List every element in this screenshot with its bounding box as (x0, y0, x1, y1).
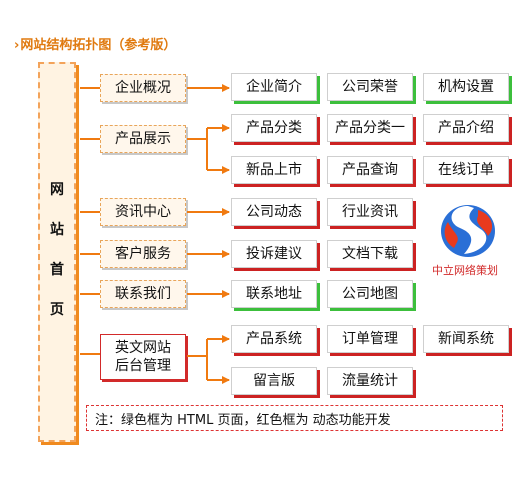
connector (80, 138, 100, 140)
home-char: 页 (50, 302, 64, 318)
connector (80, 353, 100, 355)
logo-text: 中立网络策划 (432, 264, 498, 277)
page-org[interactable]: 机构设置 (423, 73, 509, 101)
page-online-order[interactable]: 在线订单 (423, 156, 509, 184)
page-product-category-one[interactable]: 产品分类一 (327, 114, 413, 142)
company-logo-icon (441, 205, 495, 257)
page-order-management[interactable]: 订单管理 (327, 325, 413, 353)
page-industry-news[interactable]: 行业资讯 (327, 198, 413, 226)
category-news[interactable]: 资讯中心 (100, 198, 186, 226)
category-contact[interactable]: 联系我们 (100, 280, 186, 308)
home-char: 首 (50, 262, 64, 278)
category-admin-line: 英文网站 (115, 340, 171, 356)
connector (80, 211, 100, 213)
connector (80, 253, 100, 255)
home-char: 站 (50, 222, 64, 238)
legend-note: 注：绿色框为 HTML 页面，红色框为 动态功能开发 (86, 405, 503, 431)
page-address[interactable]: 联系地址 (231, 280, 317, 308)
page-product-intro[interactable]: 产品介绍 (423, 114, 509, 142)
page-complaint[interactable]: 投诉建议 (231, 240, 317, 268)
page-guestbook[interactable]: 留言版 (231, 367, 317, 395)
page-honor[interactable]: 公司荣誉 (327, 73, 413, 101)
category-about[interactable]: 企业概况 (100, 74, 186, 102)
connector (80, 87, 100, 89)
page-product-category[interactable]: 产品分类 (231, 114, 317, 142)
page-new-products[interactable]: 新品上市 (231, 156, 317, 184)
page-traffic-stats[interactable]: 流量统计 (327, 367, 413, 395)
page-map[interactable]: 公司地图 (327, 280, 413, 308)
category-admin-line: 后台管理 (115, 358, 171, 374)
diagram-title: ›网站结构拓扑图（参考版） (14, 38, 177, 53)
category-service[interactable]: 客户服务 (100, 240, 186, 268)
category-admin[interactable]: 英文网站 后台管理 (100, 334, 186, 380)
home-node: 网 站 首 页 (38, 62, 76, 442)
page-product-system[interactable]: 产品系统 (231, 325, 317, 353)
home-char: 网 (50, 182, 64, 198)
category-products[interactable]: 产品展示 (100, 125, 186, 153)
page-documents[interactable]: 文档下载 (327, 240, 413, 268)
page-intro[interactable]: 企业简介 (231, 73, 317, 101)
page-news-system[interactable]: 新闻系统 (423, 325, 509, 353)
page-product-query[interactable]: 产品查询 (327, 156, 413, 184)
page-company-news[interactable]: 公司动态 (231, 198, 317, 226)
connector (80, 293, 100, 295)
